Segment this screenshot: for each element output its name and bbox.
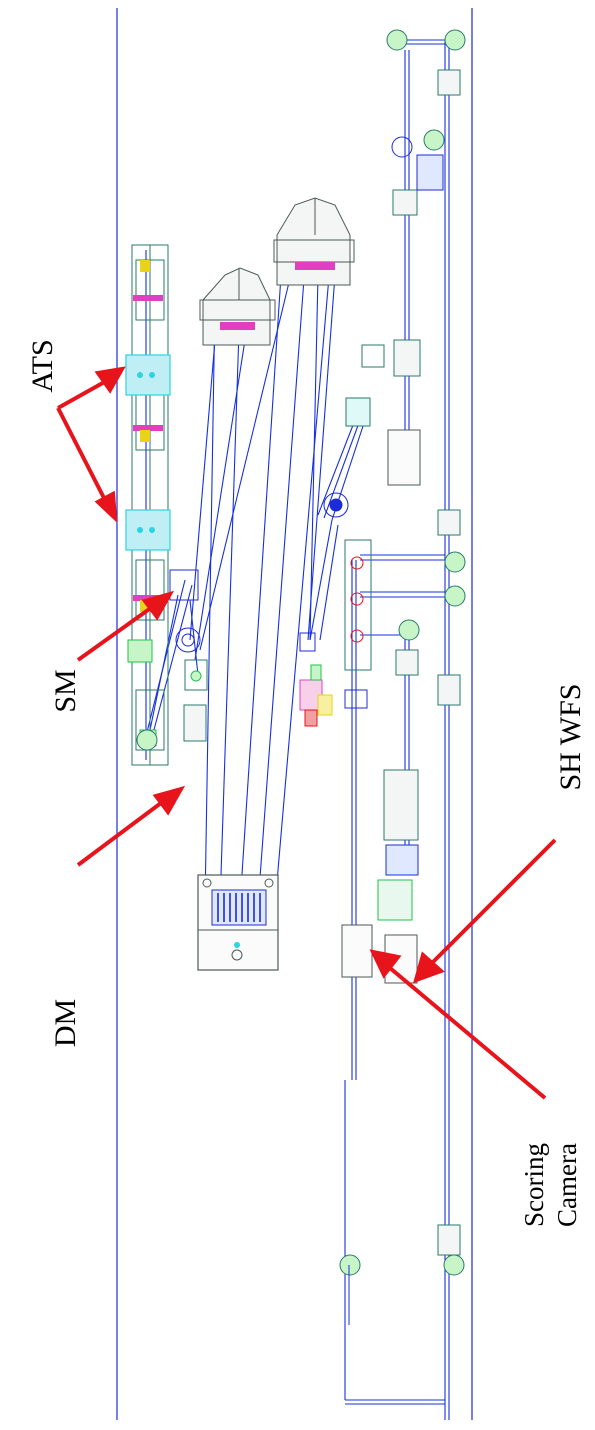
label-sh-wfs: SH WFS [554, 684, 587, 791]
label-scoring: Scoring [519, 1143, 549, 1227]
label-ats: ATS [26, 339, 59, 392]
label-dm: DM [49, 999, 82, 1047]
ats-units [125, 260, 171, 747]
mirror-mounts [136, 29, 466, 1276]
label-sm: SM [49, 669, 82, 712]
label-camera: Camera [552, 1143, 582, 1227]
dm-component [197, 874, 279, 971]
sm-component [169, 569, 208, 691]
right-hardware [183, 69, 461, 1256]
sub-assembly [299, 664, 333, 727]
bench-outline [116, 8, 473, 1420]
ats-column [131, 244, 169, 766]
relay-optics [299, 344, 385, 709]
fold-mirror-mounts [199, 197, 355, 346]
callout-arrows [56, 366, 557, 1100]
